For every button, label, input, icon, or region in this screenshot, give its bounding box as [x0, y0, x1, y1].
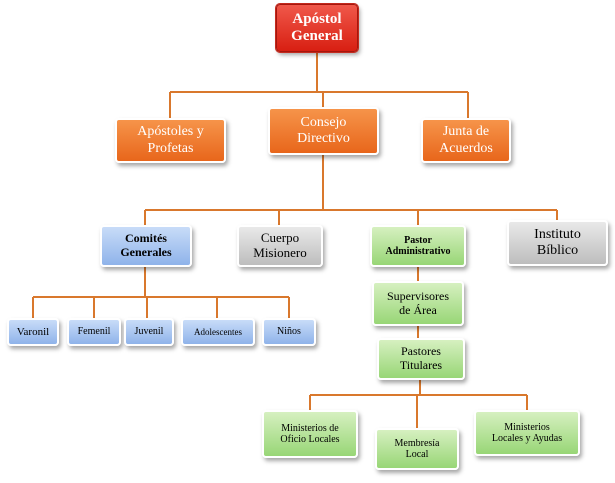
node-apostoles-profetas-label: Apóstoles y Profetas: [137, 124, 204, 156]
node-adolescentes[interactable]: Adolescentes: [181, 318, 255, 346]
node-apostol-general-label: Apóstol General: [291, 10, 343, 44]
node-membresia-local-label: Membresía Local: [394, 437, 440, 461]
node-comites-generales[interactable]: Comités Generales: [100, 225, 192, 267]
node-supervisores-area[interactable]: Supervisores de Área: [372, 281, 464, 326]
node-pastor-administrativo[interactable]: Pastor Administrativo: [370, 225, 466, 267]
node-adolescentes-label: Adolescentes: [194, 326, 242, 337]
node-instituto-biblico[interactable]: Instituto Bíblico: [507, 220, 608, 266]
node-ministerios-ayudas[interactable]: Ministerios Locales y Ayudas: [474, 410, 580, 456]
node-femenil-label: Femenil: [77, 326, 111, 338]
node-juvenil-label: Juvenil: [134, 326, 164, 338]
node-ninos[interactable]: Niños: [262, 318, 316, 346]
node-membresia-local[interactable]: Membresía Local: [375, 428, 459, 470]
node-cuerpo-misionero-label: Cuerpo Misionero: [253, 230, 307, 260]
node-comites-generales-label: Comités Generales: [120, 231, 172, 259]
node-instituto-biblico-label: Instituto Bíblico: [534, 226, 581, 258]
node-consejo-directivo-label: Consejo Directivo: [297, 114, 350, 146]
node-femenil[interactable]: Femenil: [67, 318, 121, 346]
node-juvenil[interactable]: Juvenil: [124, 318, 174, 346]
node-pastores-titulares-label: Pastores Titulares: [399, 344, 443, 372]
node-varonil-label: Varonil: [16, 325, 50, 338]
node-pastor-administrativo-label: Pastor Administrativo: [385, 234, 451, 258]
node-junta-acuerdos[interactable]: Junta de Acuerdos: [421, 118, 511, 163]
node-apostol-general[interactable]: Apóstol General: [275, 3, 359, 53]
node-ministerios-oficio[interactable]: Ministerios de Oficio Locales: [262, 410, 358, 458]
node-ministerios-ayudas-label: Ministerios Locales y Ayudas: [491, 421, 563, 445]
node-junta-acuerdos-label: Junta de Acuerdos: [439, 124, 493, 156]
node-ninos-label: Niños: [277, 326, 301, 338]
node-pastores-titulares[interactable]: Pastores Titulares: [377, 338, 465, 380]
node-apostoles-profetas[interactable]: Apóstoles y Profetas: [115, 118, 226, 163]
node-varonil[interactable]: Varonil: [7, 318, 59, 346]
node-consejo-directivo[interactable]: Consejo Directivo: [268, 107, 379, 155]
node-cuerpo-misionero[interactable]: Cuerpo Misionero: [237, 225, 323, 267]
node-ministerios-oficio-label: Ministerios de Oficio Locales: [280, 422, 340, 446]
node-supervisores-area-label: Supervisores de Área: [387, 288, 449, 317]
